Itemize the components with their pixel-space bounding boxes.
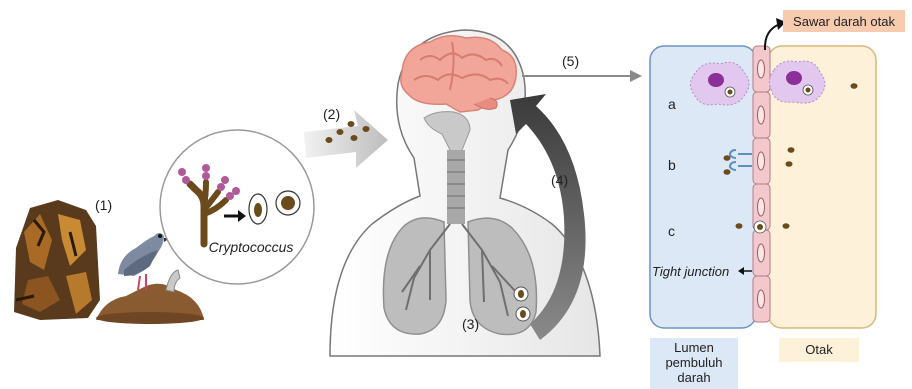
brain-label: Otak xyxy=(779,342,859,357)
bbb-pointer-arrow xyxy=(765,18,786,50)
step1-label: (1) xyxy=(95,197,112,213)
step5-arrow xyxy=(522,70,642,82)
tree-stump-illustration xyxy=(14,200,100,320)
step3-label: (3) xyxy=(462,316,479,332)
yeast-cell-brain-b2 xyxy=(786,161,793,167)
yeast-cell-brain-c xyxy=(783,223,790,229)
cryptococcus-label: Cryptococcus xyxy=(209,239,294,255)
row-c-label: c xyxy=(668,223,675,239)
yeast-cell-brain-a xyxy=(851,83,858,89)
pigeon-illustration xyxy=(118,233,170,290)
inhalation-arrow xyxy=(304,110,388,168)
yeast-cell-lumen-c xyxy=(736,223,743,229)
row-a-label: a xyxy=(668,96,676,112)
row-b-label: b xyxy=(668,157,676,173)
step2-label: (2) xyxy=(323,106,340,122)
macrophage-lumen xyxy=(690,62,749,105)
cryptococcus-magnification-circle xyxy=(160,130,314,284)
yeast-cell-brain-b1 xyxy=(788,147,795,153)
endothelial-cells xyxy=(753,46,770,322)
lumen-label: Lumen pembuluh darah xyxy=(650,340,738,385)
yeast-cell-icon xyxy=(249,194,267,224)
step4-label: (4) xyxy=(551,172,568,188)
macrophage-brain xyxy=(769,61,825,103)
encapsulated-yeast-icon xyxy=(276,191,300,215)
yeast-crossing-junction xyxy=(754,221,766,233)
bbb-title: Sawar darah otak xyxy=(793,14,895,29)
step5-label: (5) xyxy=(562,53,579,69)
soil-mound-illustration xyxy=(96,270,204,324)
tight-junction-label: Tight junction xyxy=(652,264,729,279)
